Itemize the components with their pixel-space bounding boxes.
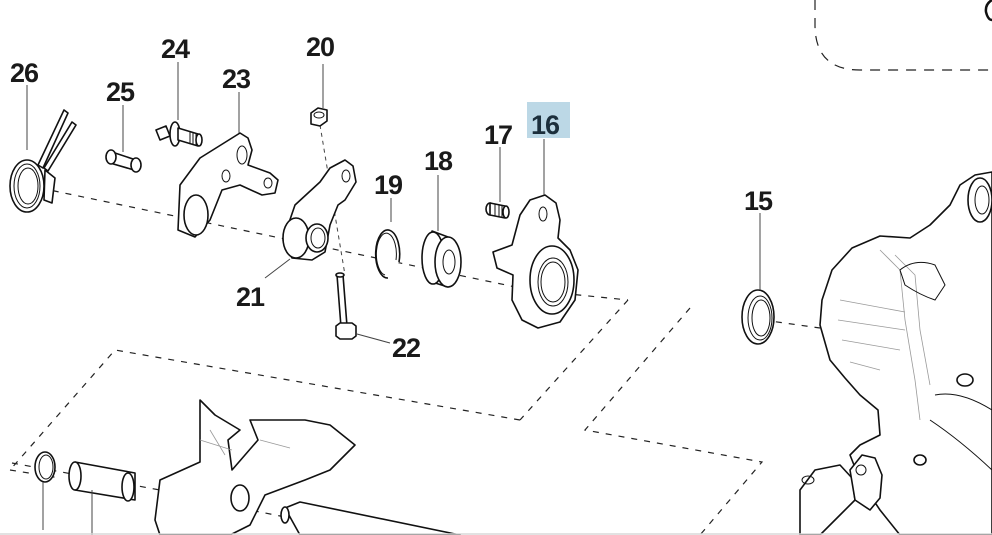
callout-16[interactable]: 16	[531, 110, 561, 140]
callout-26[interactable]: 26	[10, 58, 40, 88]
part-26-torsion-spring[interactable]	[9, 109, 77, 213]
callout-18[interactable]: 18	[424, 146, 454, 176]
callout-24[interactable]: 24	[161, 34, 191, 64]
callout-17[interactable]: 17	[484, 120, 513, 150]
callout-15[interactable]: 15	[744, 186, 774, 216]
callout-16-highlight	[527, 102, 570, 138]
part-21-rocker-arm[interactable]	[282, 159, 357, 261]
part-25-pin[interactable]	[105, 149, 142, 173]
part-22-hex-bolt[interactable]	[335, 272, 357, 340]
sub-frame-right	[583, 307, 764, 535]
lower-assembly	[34, 399, 461, 535]
callout-20[interactable]: 20	[306, 32, 335, 62]
callout-21[interactable]: 21	[236, 282, 266, 312]
lower-ring	[34, 451, 56, 483]
lower-bracket	[154, 399, 356, 535]
part-24-bolt[interactable]	[155, 121, 203, 147]
callout-labels: 26 25 24 23 20 19 18 17 16 15 21 22	[10, 32, 774, 363]
part-17-set-screw[interactable]	[485, 202, 510, 219]
callout-19[interactable]: 19	[374, 170, 404, 200]
leader-lines	[26, 62, 761, 344]
detail-box	[814, 0, 992, 71]
part-23-bracket[interactable]	[177, 132, 279, 238]
callout-22[interactable]: 22	[392, 333, 421, 363]
detail-box-partial-label	[984, 0, 992, 22]
bolt-guide	[319, 124, 346, 276]
main-housing	[799, 171, 992, 535]
callout-23[interactable]: 23	[222, 64, 252, 94]
part-18-bearing[interactable]	[421, 230, 462, 288]
callout-25[interactable]: 25	[106, 77, 136, 107]
part-16-flange-housing[interactable]	[492, 194, 579, 329]
lower-shaft	[284, 501, 461, 535]
axis-line-right	[762, 319, 821, 329]
part-15-seal-ring[interactable]	[741, 289, 775, 345]
part-19-circlip[interactable]	[374, 229, 401, 279]
part-20-hex-nut[interactable]	[310, 107, 328, 127]
